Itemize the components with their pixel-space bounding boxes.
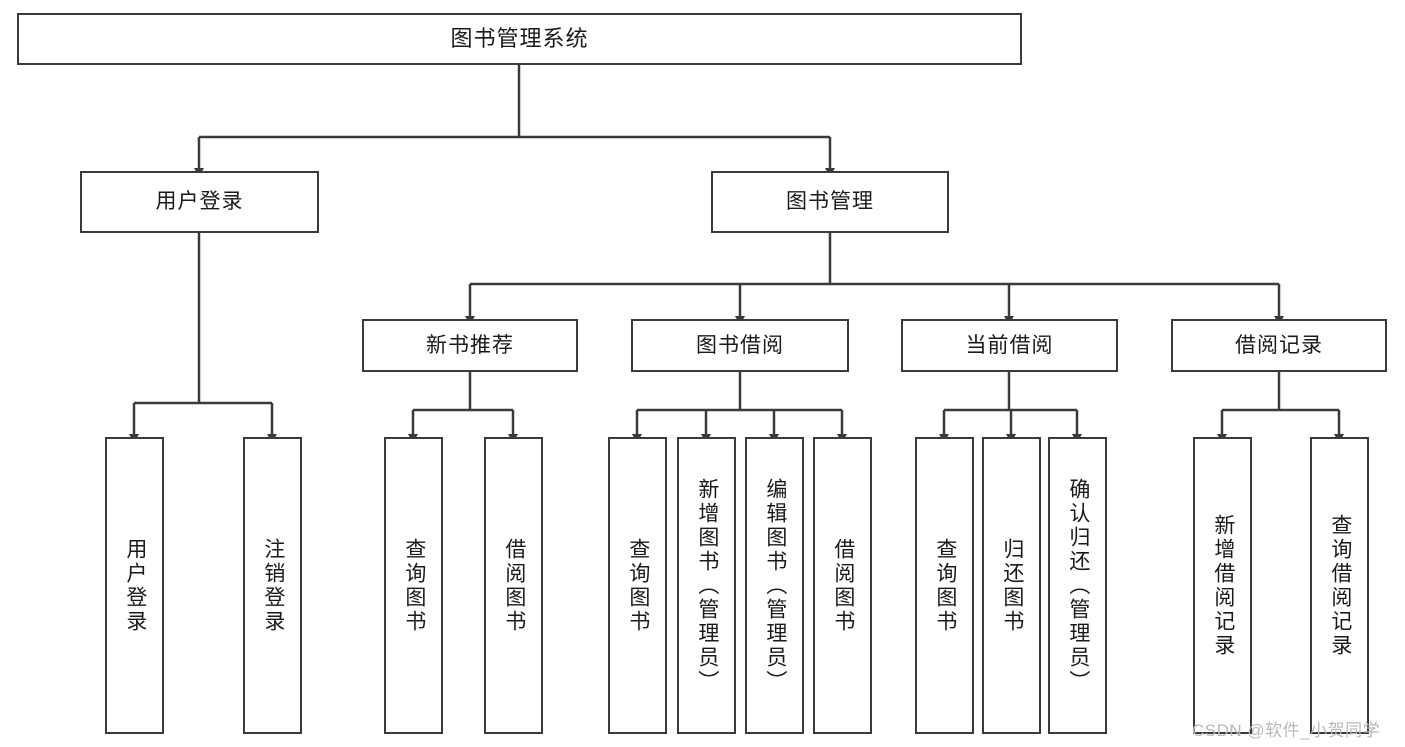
node-label: 借阅图书 [502, 537, 526, 634]
node-label: 用户登录 [155, 190, 244, 214]
node-leaf-user-logout[interactable]: 注销登录 [243, 437, 302, 734]
node-leaf-cur-confirm[interactable]: 确认归还（管理员） [1048, 437, 1107, 734]
node-label: 借阅图书 [831, 537, 855, 634]
node-current-borrow[interactable]: 当前借阅 [901, 319, 1118, 372]
node-label: 当前借阅 [965, 333, 1054, 357]
node-leaf-cur-return[interactable]: 归还图书 [982, 437, 1041, 734]
node-label: 查询借阅记录 [1328, 513, 1352, 658]
node-root[interactable]: 图书管理系统 [17, 13, 1022, 65]
node-leaf-rec-query2[interactable]: 查询借阅记录 [1310, 437, 1369, 734]
node-leaf-rec-add[interactable]: 新增借阅记录 [1193, 437, 1252, 734]
node-label: 图书管理 [786, 190, 874, 214]
node-label: 图书借阅 [696, 333, 784, 357]
node-leaf-borrow-edit[interactable]: 编辑图书（管理员） [745, 437, 804, 734]
node-borrow-record[interactable]: 借阅记录 [1171, 319, 1387, 372]
node-label: 查询图书 [933, 537, 957, 634]
node-label: 确认归还（管理员） [1066, 477, 1090, 694]
node-book-borrow[interactable]: 图书借阅 [631, 319, 849, 372]
node-leaf-borrow-add[interactable]: 新增图书（管理员） [677, 437, 736, 734]
node-leaf-rec-query[interactable]: 查询图书 [384, 437, 443, 734]
node-new-book-rec[interactable]: 新书推荐 [362, 319, 578, 372]
node-leaf-rec-borrow[interactable]: 借阅图书 [484, 437, 543, 734]
node-label: 查询图书 [402, 537, 426, 634]
node-label: 新增图书（管理员） [695, 477, 719, 694]
node-label: 归还图书 [1000, 537, 1024, 634]
node-label: 注销登录 [261, 537, 285, 634]
node-label: 编辑图书（管理员） [763, 477, 787, 694]
node-label: 图书管理系统 [450, 25, 589, 51]
node-label: 用户登录 [123, 537, 147, 634]
node-user-login[interactable]: 用户登录 [80, 171, 319, 233]
node-label: 新书推荐 [426, 333, 514, 357]
node-book-manage[interactable]: 图书管理 [711, 171, 949, 233]
node-leaf-borrow-query[interactable]: 查询图书 [608, 437, 667, 734]
node-label: 借阅记录 [1235, 333, 1323, 357]
node-leaf-borrow-lend[interactable]: 借阅图书 [813, 437, 872, 734]
node-label: 查询图书 [626, 537, 650, 634]
connector-lines [129, 65, 1344, 443]
node-leaf-user-login[interactable]: 用户登录 [105, 437, 164, 734]
node-label: 新增借阅记录 [1211, 513, 1235, 658]
node-leaf-cur-query[interactable]: 查询图书 [915, 437, 974, 734]
csdn-watermark: CSDN @软件_小贺同学 [1192, 721, 1381, 740]
